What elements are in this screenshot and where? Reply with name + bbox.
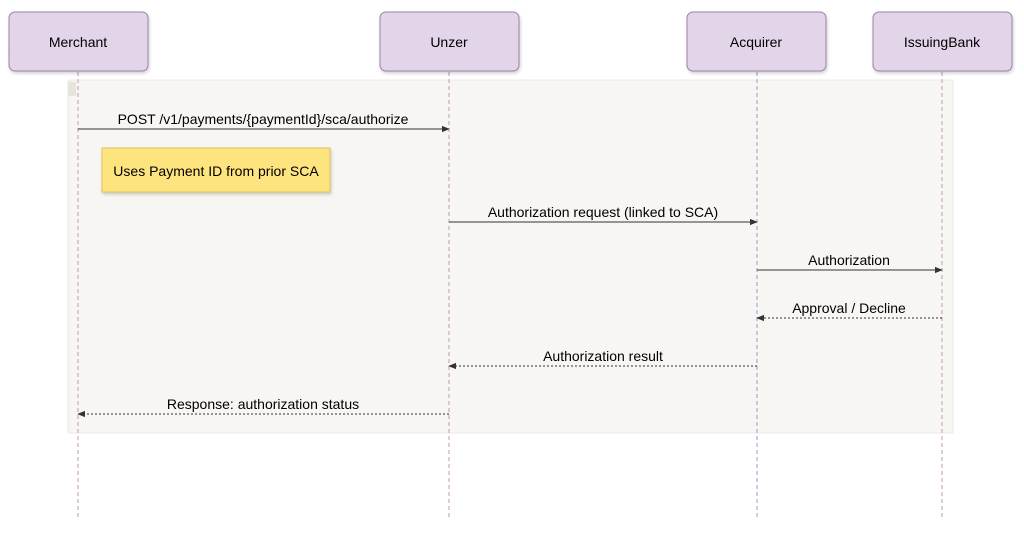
participant-issuing-bank-label: IssuingBank	[904, 34, 981, 50]
participant-unzer-label: Unzer	[430, 34, 468, 50]
message-approval-decline[interactable]: Approval / Decline	[756, 300, 942, 322]
participant-issuing-bank[interactable]: IssuingBank	[872, 11, 1013, 72]
participant-acquirer-box	[686, 11, 827, 72]
message-post-authorize-label: POST /v1/payments/{paymentId}/sca/author…	[118, 111, 409, 127]
message-authorization-result-label: Authorization result	[543, 348, 663, 364]
note-text: Uses Payment ID from prior SCA	[113, 163, 319, 179]
participant-merchant-box	[8, 11, 149, 72]
participant-issuing-bank-box	[872, 11, 1013, 72]
participant-unzer-box	[379, 11, 520, 72]
participant-unzer[interactable]: Unzer	[379, 11, 520, 72]
group-corner-marker	[68, 82, 76, 96]
group-background	[67, 79, 954, 434]
message-post-authorize[interactable]: POST /v1/payments/{paymentId}/sca/author…	[78, 111, 450, 133]
note-box	[101, 147, 331, 193]
message-authorization-request[interactable]: Authorization request (linked to SCA)	[449, 204, 758, 226]
message-authorization-request-label: Authorization request (linked to SCA)	[488, 204, 718, 220]
message-response-status[interactable]: Response: authorization status	[77, 396, 449, 418]
participant-acquirer-label: Acquirer	[730, 34, 782, 50]
note-payment-id: Uses Payment ID from prior SCA	[101, 147, 331, 193]
participant-acquirer[interactable]: Acquirer	[686, 11, 827, 72]
participant-merchant-label: Merchant	[49, 34, 107, 50]
message-approval-decline-label: Approval / Decline	[792, 300, 906, 316]
message-authorization-label: Authorization	[808, 252, 890, 268]
message-authorization-result[interactable]: Authorization result	[448, 348, 757, 370]
message-authorization[interactable]: Authorization	[757, 252, 943, 274]
message-response-status-label: Response: authorization status	[167, 396, 359, 412]
participant-merchant[interactable]: Merchant	[8, 11, 149, 72]
